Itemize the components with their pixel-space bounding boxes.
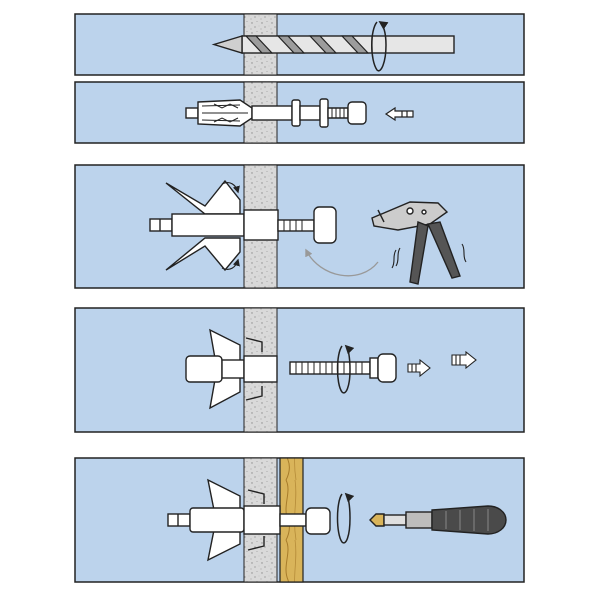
step-drill-hole	[74, 13, 525, 76]
insert-direction-arrow-icon	[384, 106, 414, 122]
step-expand-with-setting-tool	[74, 164, 525, 289]
step-insert-anchor	[74, 81, 525, 144]
expansion-arrows-icon	[221, 181, 240, 271]
squeeze-motion-icon	[391, 243, 467, 269]
rotation-arrow-icon	[371, 20, 389, 72]
step-fasten-item	[74, 457, 525, 583]
drill-bit	[211, 35, 455, 54]
screwdriver	[369, 505, 507, 535]
tighten-rotation-icon	[336, 492, 355, 544]
installed-anchor	[167, 478, 331, 562]
unscrew-rotation-icon	[336, 344, 355, 394]
step-remove-screw	[74, 307, 525, 433]
tool-motion-arrow-icon	[305, 248, 379, 277]
hollow-wall-anchor	[185, 98, 367, 128]
set-anchor-body	[185, 328, 278, 410]
removed-screw	[289, 353, 397, 383]
setting-tool-pliers	[371, 201, 461, 285]
expanded-anchor	[149, 179, 337, 272]
remove-direction-arrow-icon	[407, 350, 477, 378]
